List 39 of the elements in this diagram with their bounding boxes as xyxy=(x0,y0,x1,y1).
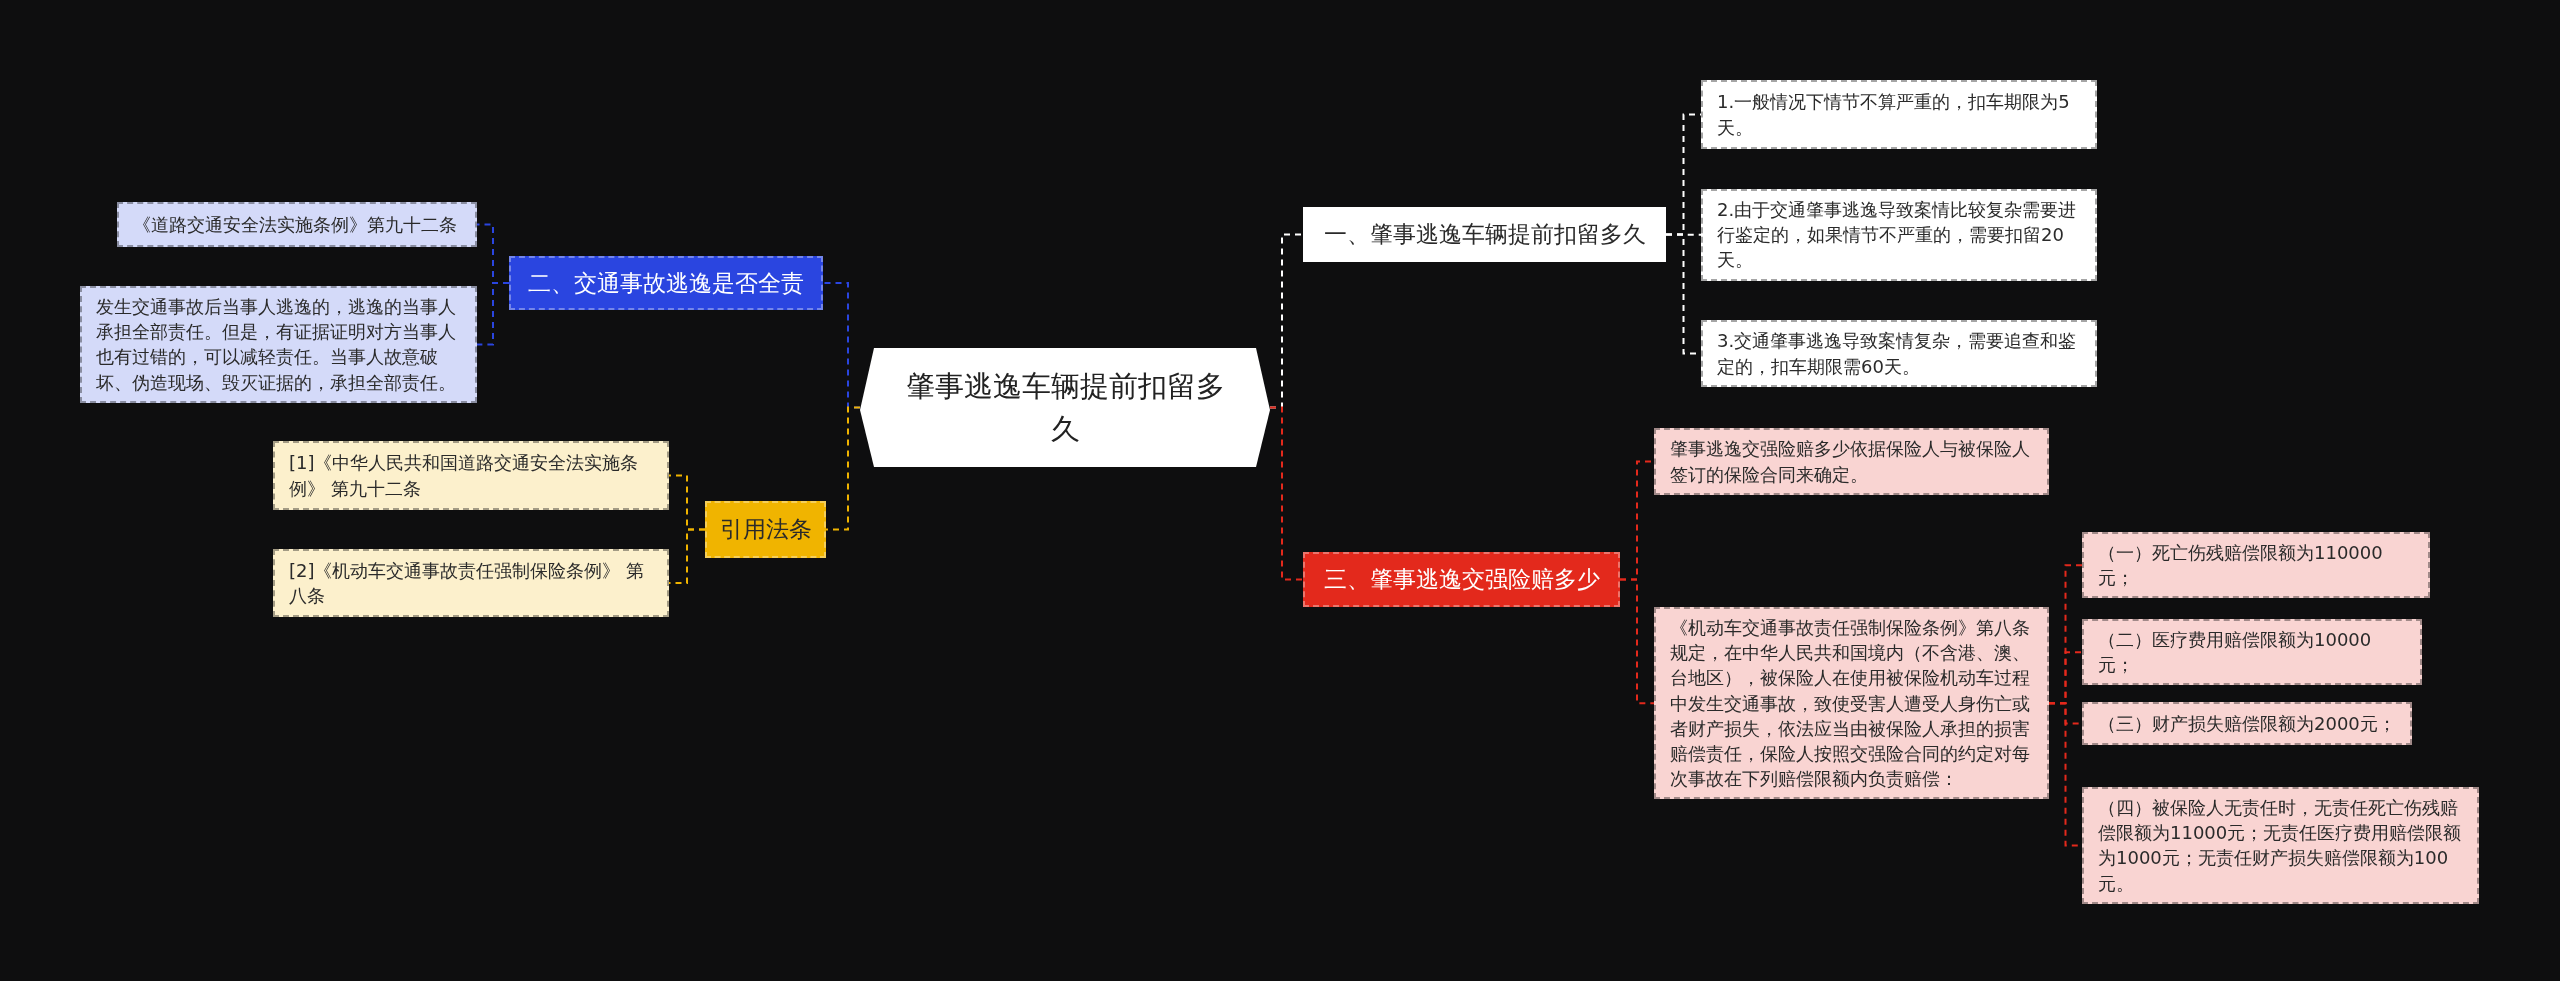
subtopic-box xyxy=(2082,787,2479,904)
topic-box xyxy=(1303,207,1666,262)
node-text: [1]《中华人民共和国道路交通安全法实施条例》 第九十二条 xyxy=(289,451,640,501)
topic-box xyxy=(705,501,826,558)
subtopic-box xyxy=(2082,532,2430,599)
subtopic-box xyxy=(1701,80,2097,149)
subtopic-box xyxy=(2082,702,2412,745)
subtopic-box xyxy=(273,441,669,510)
node-text: 1.一般情况下情节不算严重的，扣车期限为5天。 xyxy=(1717,90,2071,140)
node-text: 2.由于交通肇事逃逸导致案情比较复杂需要进行鉴定的，如果情节不严重的，需要扣留20天。 xyxy=(1717,198,2078,273)
subtopic-box xyxy=(1701,320,2097,387)
node-text: （三）财产损失赔偿限额为2000元； xyxy=(2098,711,2396,736)
connector-line xyxy=(1269,406,1304,581)
node-text: 3.交通肇事逃逸导致案情复杂，需要追查和鉴定的，扣车期限需60天。 xyxy=(1717,329,2078,379)
title-text: 肇事逃逸车辆提前扣留多久 xyxy=(904,368,1226,448)
node-text: （四）被保险人无责任时，无责任死亡伤残赔偿限额为11000元；无责任医疗费用赔偿限额为1000元；无责任财产损失赔偿限额为100元。 xyxy=(2098,796,2463,896)
subtopic-box xyxy=(80,286,477,403)
node-text: 《道路交通安全法实施条例》第九十二条 xyxy=(133,212,458,237)
subtopic-box xyxy=(2082,619,2422,686)
subtopic-box xyxy=(273,549,669,617)
node-text: （二）医疗费用赔偿限额为10000元； xyxy=(2098,628,2373,678)
node-text: 《机动车交通事故责任强制保险条例》第八条规定，在中华人民共和国境内（不含港、澳、台地区），被保险人在使用被保险机动车过程中发生交通事故，致使受害人遭受人身伤亡或者财产损失，依法应当由被保险人承担的损害赔偿责任，保险人按照交强险合同的约定对每次事故在下列赔偿限额内负责赔偿： xyxy=(1670,616,2031,792)
topic-box xyxy=(1303,552,1620,607)
central-topic xyxy=(860,348,1270,467)
node-text: [2]《机动车交通事故责任强制保险条例》 第八条 xyxy=(289,558,646,608)
node-text: 发生交通事故后当事人逃逸的，逃逸的当事人承担全部责任。但是，有证据证明对方当事人也有过错的，可以减轻责任。当事人故意破坏、伪造现场、毁灭证据的，承担全部责任。 xyxy=(96,295,457,395)
node-text: 一、肇事逃逸车辆提前扣留多久 xyxy=(1322,220,1647,249)
subtopic-box xyxy=(1654,607,2049,800)
subtopic-box xyxy=(1701,189,2097,281)
topic-box xyxy=(509,256,823,310)
node-text: 肇事逃逸交强险赔多少依据保险人与被保险人签订的保险合同来确定。 xyxy=(1670,437,2031,487)
node-text: 二、交通事故逃逸是否全责 xyxy=(527,268,805,298)
node-text: 三、肇事逃逸交强险赔多少 xyxy=(1322,565,1601,594)
node-text: 引用法条 xyxy=(718,515,813,544)
connector-line xyxy=(1619,578,1655,705)
connector-line xyxy=(476,282,510,346)
subtopic-box xyxy=(117,202,477,247)
subtopic-box xyxy=(1654,428,2049,495)
node-text: （一）死亡伤残赔偿限额为110000元； xyxy=(2098,541,2384,591)
